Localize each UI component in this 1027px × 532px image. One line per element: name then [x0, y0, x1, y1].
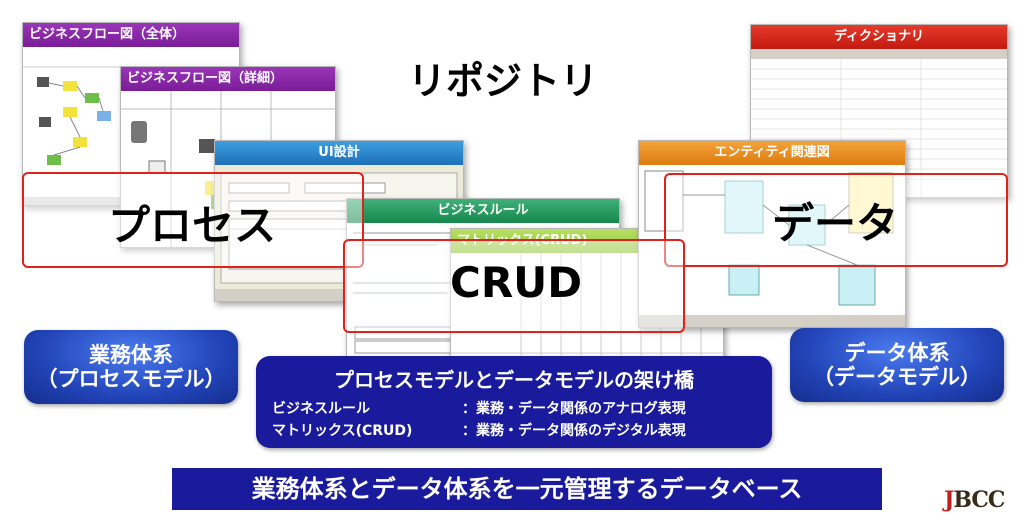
right-pill-line2: （データモデル）: [813, 365, 981, 389]
data-focus-box: [664, 173, 1008, 267]
logo-j: J: [944, 487, 954, 513]
business-rule-title: ビジネスルール: [347, 199, 619, 223]
bridge-row-value: ：業務・データ関係のアナログ表現: [462, 401, 686, 417]
flow-all-title: ビジネスフロー図（全体）: [23, 23, 239, 47]
right-pill-line1: データ体系: [844, 340, 950, 365]
bridge-row: ビジネスルール ：業務・データ関係のアナログ表現: [272, 398, 686, 418]
bridge-box: プロセスモデルとデータモデルの架け橋 ビジネスルール ：業務・データ関係のアナログ…: [256, 356, 772, 448]
crud-label: CRUD: [450, 258, 583, 307]
left-pill-line2: （プロセスモデル）: [36, 367, 226, 391]
bridge-heading: プロセスモデルとデータモデルの架け橋: [334, 368, 694, 392]
right-pill: データ体系 （データモデル）: [790, 328, 1004, 402]
dictionary-title: ディクショナリ: [751, 25, 1007, 49]
jbcc-logo: JBCC: [944, 487, 1005, 513]
flow-detail-title: ビジネスフロー図（詳細）: [121, 67, 335, 91]
crud-focus-box: [343, 239, 685, 333]
bridge-row-key: ビジネスルール: [272, 401, 370, 417]
page-title: リポジトリ: [408, 59, 599, 103]
process-label: プロセス: [108, 201, 277, 250]
ui-design-title: UI設計: [215, 141, 463, 165]
left-pill-line1: 業務体系: [89, 342, 173, 367]
left-pill: 業務体系 （プロセスモデル）: [24, 330, 238, 404]
bottom-banner: 業務体系とデータ体系を一元管理するデータベース: [172, 468, 882, 510]
bridge-row-key: マトリックス(CRUD): [272, 423, 413, 439]
data-label: データ: [772, 199, 899, 248]
bridge-row: マトリックス(CRUD) ：業務・データ関係のデジタル表現: [272, 420, 686, 440]
process-focus-box: [22, 172, 364, 268]
logo-rest: BCC: [953, 487, 1005, 513]
entity-title: エンティティ関連図: [639, 141, 905, 165]
bridge-row-value: ：業務・データ関係のデジタル表現: [462, 423, 686, 439]
